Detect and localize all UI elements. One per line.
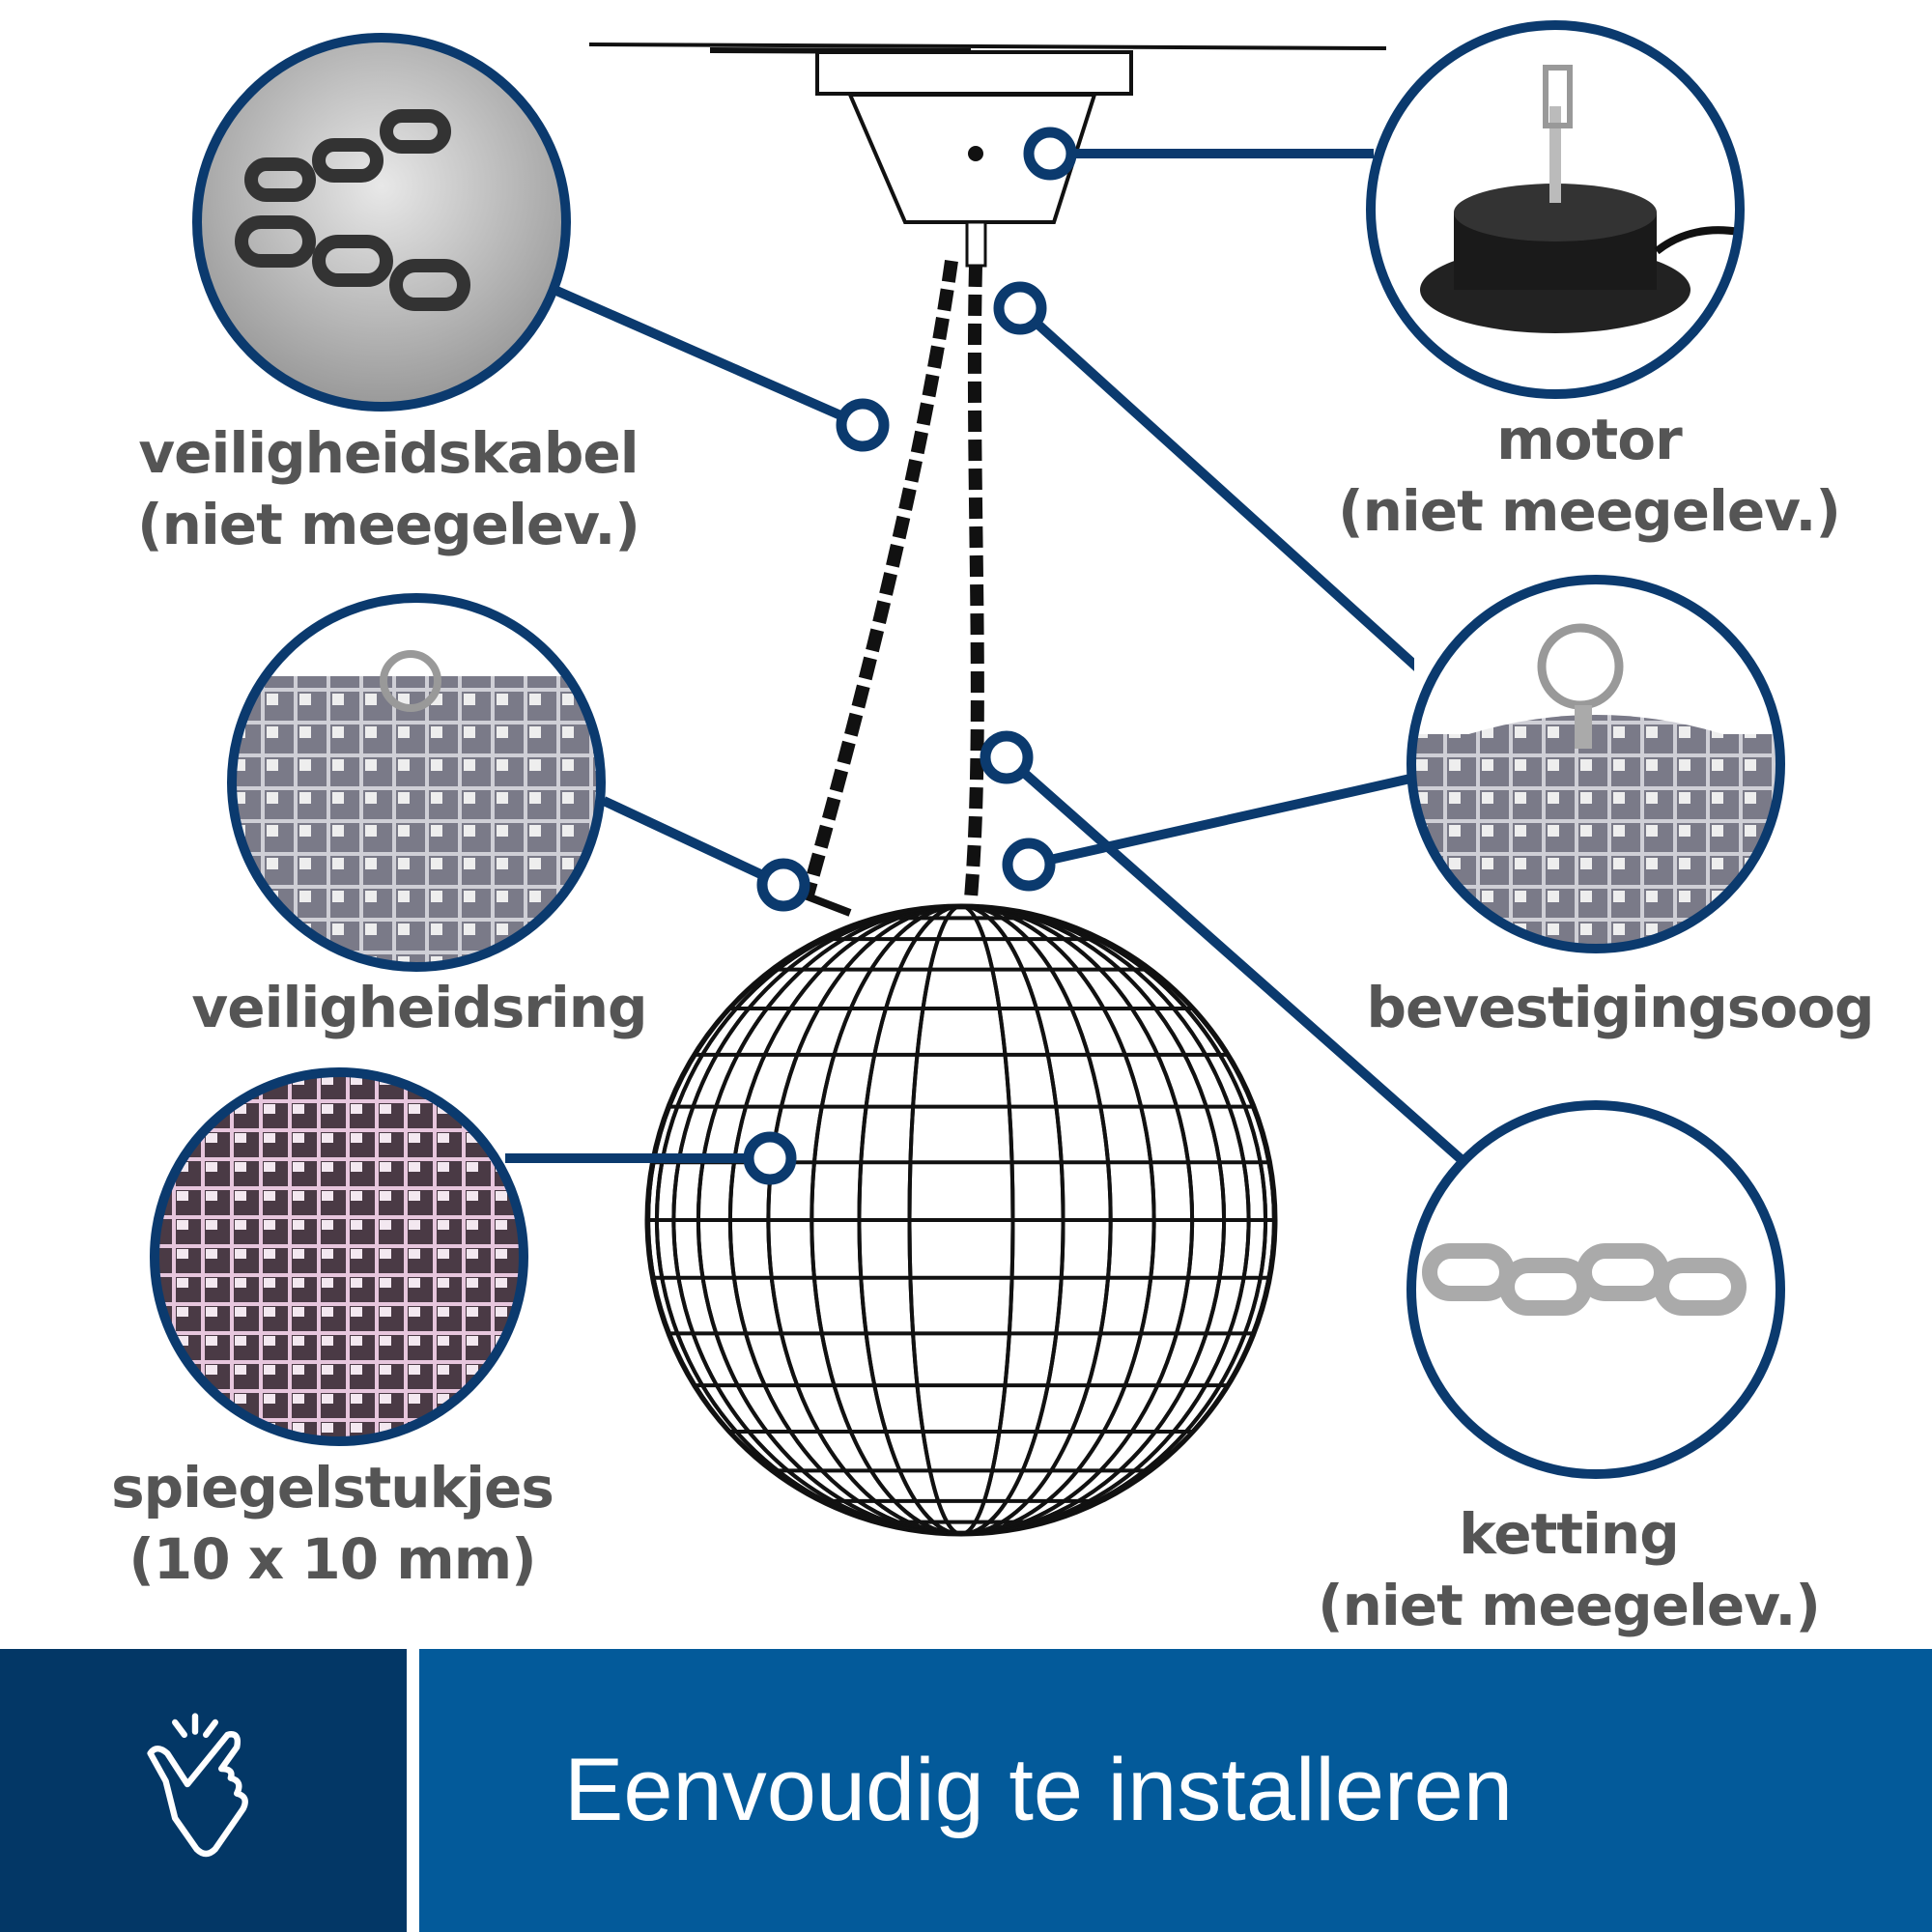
- label-line: veiligheidskabel: [138, 420, 639, 486]
- label-line: motor: [1496, 407, 1682, 472]
- connector-rings: [743, 127, 1077, 1185]
- banner-text: Eenvoudig te installeren: [564, 1741, 1513, 1839]
- hanging-chains: [785, 260, 984, 917]
- label-chain: ketting (niet meegelev.): [1318, 1498, 1821, 1641]
- label-safety-ring: veiligheidsring: [191, 972, 647, 1043]
- label-mounting-eye: bevestigingsoog: [1366, 972, 1874, 1043]
- label-line: spiegelstukjes: [111, 1455, 554, 1520]
- label-mirror-pieces: spiegelstukjes (10 x 10 mm): [111, 1452, 554, 1595]
- ball-grid-line: [654, 906, 1268, 1534]
- label-line: (niet meegelev.): [137, 492, 640, 557]
- photo-motor: [1366, 20, 1745, 399]
- ball-grid-line: [810, 906, 1113, 1534]
- label-line: (niet meegelev.): [1338, 478, 1841, 544]
- disco-ball-drawing: [644, 903, 1278, 1537]
- banner-icon-panel: [0, 1649, 407, 1932]
- ceiling-motor-drawing: [588, 43, 1387, 268]
- ball-grid-line: [766, 906, 1156, 1534]
- label-line: ketting: [1459, 1501, 1679, 1567]
- ball-grid-line: [671, 906, 1251, 1534]
- photo-mounting-eye: [1406, 575, 1785, 953]
- ball-grid-line: [647, 906, 1275, 1534]
- label-line: (niet meegelev.): [1318, 1573, 1821, 1638]
- photo-mirror-pieces: [150, 1067, 528, 1446]
- connector-lines: [505, 149, 1470, 1168]
- ball-grid-line: [857, 906, 1065, 1534]
- ball-grid-line: [696, 906, 1227, 1534]
- label-line: (10 x 10 mm): [128, 1526, 536, 1592]
- photo-chain: [1406, 1100, 1785, 1479]
- ball-grid-line: [907, 906, 1015, 1534]
- banner: Eenvoudig te installeren: [419, 1649, 1932, 1932]
- label-safety-cable: veiligheidskabel (niet meegelev.): [137, 417, 640, 560]
- label-motor: motor (niet meegelev.): [1338, 404, 1841, 547]
- photo-safety-cable: [192, 33, 571, 412]
- label-line: veiligheidsring: [191, 975, 647, 1040]
- label-line: bevestigingsoog: [1366, 975, 1874, 1040]
- ball-grid-line: [727, 906, 1195, 1534]
- photo-safety-ring: [227, 593, 606, 972]
- snap-fingers-icon: [147, 1713, 248, 1858]
